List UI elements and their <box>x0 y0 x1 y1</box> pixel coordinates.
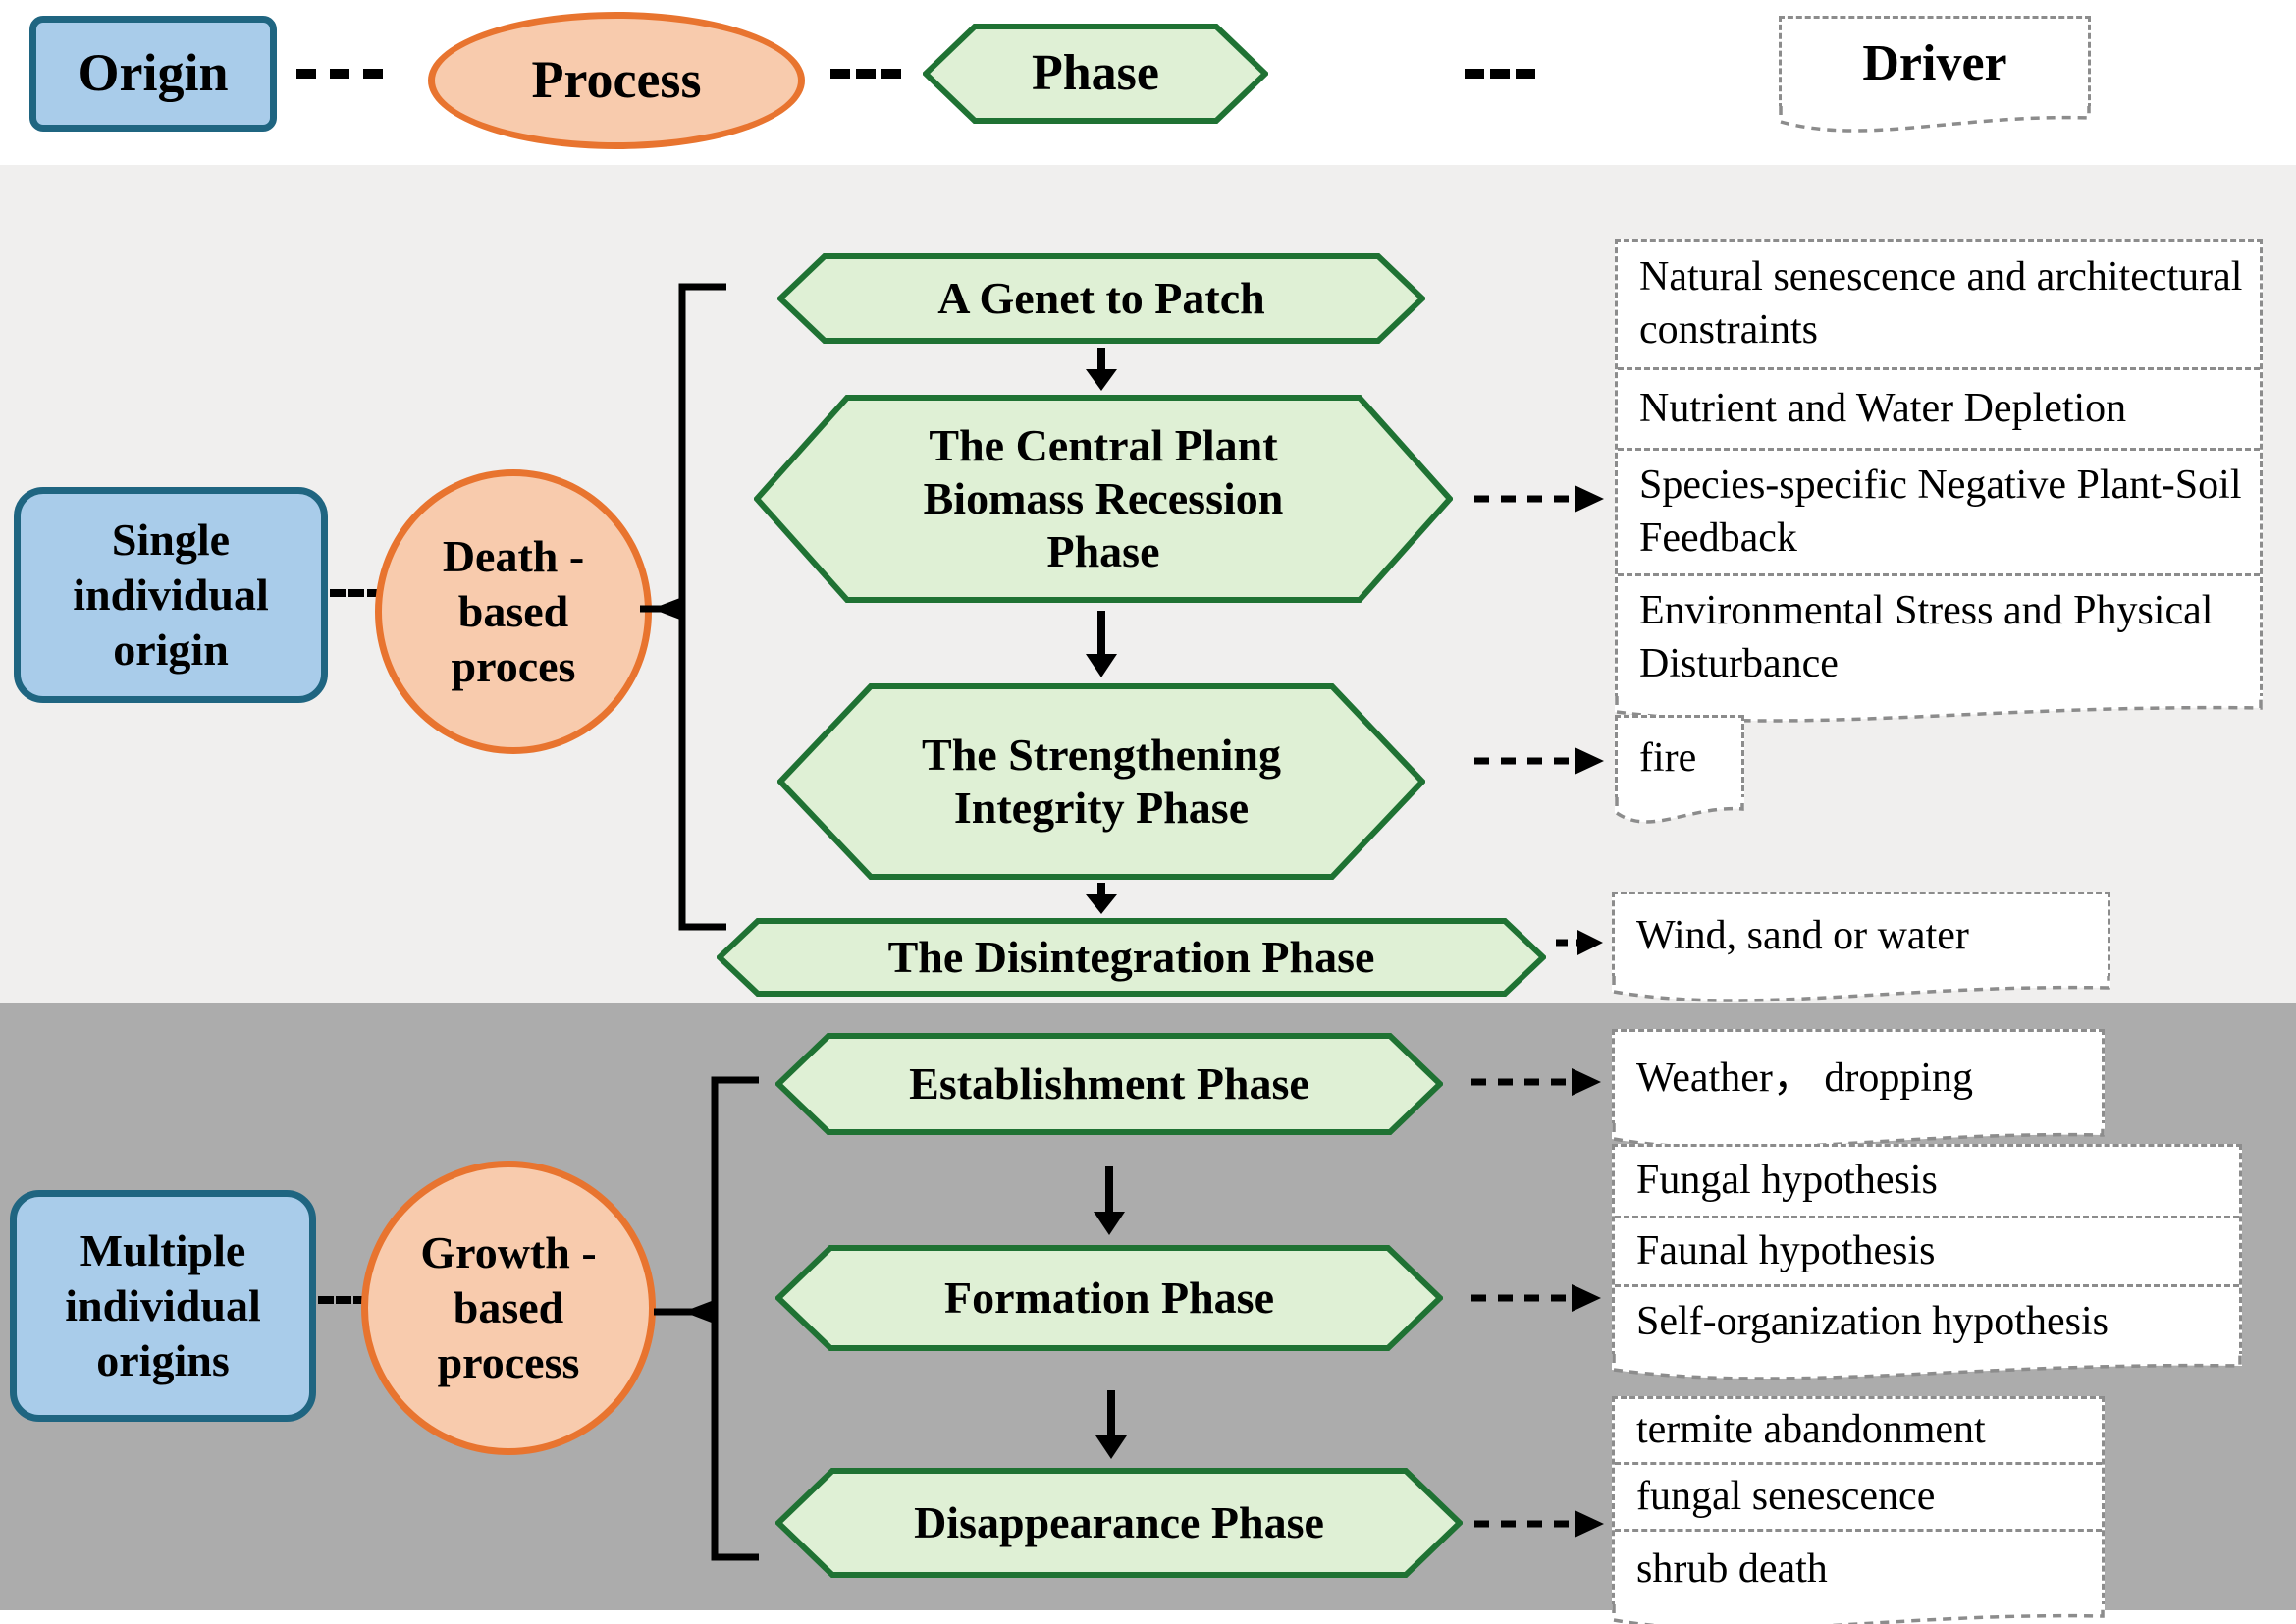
dashed-arrow-icon <box>1471 1284 1601 1312</box>
driver-item: Fungal hypothesis <box>1636 1158 1938 1204</box>
down-arrow-icon <box>1086 348 1117 391</box>
legend-phase-shape: Phase <box>923 24 1268 124</box>
phase-biomass-recession: The Central Plant Biomass Recession Phas… <box>754 395 1453 603</box>
arrow-genet-to-recession <box>1080 348 1123 393</box>
phase-formation-label: Formation Phase <box>943 1272 1274 1323</box>
bracket-icon <box>654 1076 759 1561</box>
arrow-strengthening-to-disintegration <box>1080 883 1123 916</box>
driver-item: Natural senescence and architectural con… <box>1639 254 2243 352</box>
dashed-arrow-recession-drivers <box>1470 479 1608 518</box>
process-death-based: Death -based proces <box>375 469 652 754</box>
dashed-arrow-icon <box>1474 747 1604 775</box>
hexagon-shape-icon <box>775 1033 1443 1135</box>
legend-origin-label: Origin <box>78 43 229 103</box>
phase-biomass-recession-label: The Central Plant Biomass Recession Phas… <box>923 419 1284 577</box>
phase-genet-to-patch: A Genet to Patch <box>777 253 1425 344</box>
down-arrow-icon <box>1086 883 1117 914</box>
phase-disintegration-label: The Disintegration Phase <box>887 931 1375 982</box>
document-wave-edge <box>1615 797 1744 831</box>
driver-group-disintegration: Wind, sand or water <box>1612 892 2110 1002</box>
phase-disappearance-label: Disappearance Phase <box>914 1496 1324 1547</box>
phase-strengthening-integrity: The Strengthening Integrity Phase <box>777 683 1425 880</box>
driver-item: Self-organization hypothesis <box>1615 1284 2239 1357</box>
down-arrow-icon <box>1095 1390 1127 1459</box>
document-wave-edge <box>1779 106 2091 139</box>
legend-phase-label: Phase <box>1032 45 1159 102</box>
dashed-arrow-formation-drivers <box>1468 1278 1605 1318</box>
driver-item: Faunal hypothesis <box>1615 1216 2239 1284</box>
hexagon-shape-icon <box>777 253 1425 344</box>
dashed-arrow-disintegration-drivers <box>1554 923 1607 962</box>
legend-driver-label: Driver <box>1862 34 2007 91</box>
dashed-arrow-icon <box>1471 1068 1601 1096</box>
arrow-formation-to-disappearance <box>1090 1390 1133 1461</box>
hexagon-shape-icon <box>754 395 1453 603</box>
phase-disintegration: The Disintegration Phase <box>717 918 1546 997</box>
driver-item: Environmental Stress and Physical Distur… <box>1618 573 2260 699</box>
legend-connector-dash-1 <box>296 69 383 79</box>
arrow-establishment-to-formation <box>1088 1166 1131 1237</box>
origin-process-dash-lower <box>318 1296 369 1304</box>
phase-establishment: Establishment Phase <box>775 1033 1443 1135</box>
origin-single-individual: Single individual origin <box>14 487 328 703</box>
driver-item: fire <box>1639 735 1697 782</box>
process-growth-based-label: Growth -based process <box>420 1226 597 1388</box>
driver-item: fungal senescence <box>1615 1462 2102 1529</box>
document-wave-edge <box>1612 1123 2105 1157</box>
origin-process-dash-upper <box>330 589 383 597</box>
driver-group-strengthening: fire <box>1615 715 1744 824</box>
dashed-arrow-icon <box>1474 1510 1604 1538</box>
driver-group-recession: Natural senescence and architectural con… <box>1615 239 2263 723</box>
driver-item: termite abandonment <box>1636 1407 1986 1453</box>
document-wave-edge <box>1612 1604 2105 1624</box>
process-growth-based: Growth -based process <box>361 1161 656 1455</box>
down-arrow-icon <box>1094 1166 1125 1235</box>
origin-multiple-individual-label: Multiple individual origins <box>65 1224 261 1386</box>
legend-connector-dash-3 <box>1465 69 1535 79</box>
legend-process-shape: Process <box>428 12 805 149</box>
driver-group-disappearance: termite abandonment fungal senescence sh… <box>1612 1396 2105 1624</box>
legend-process-label: Process <box>531 50 702 110</box>
driver-group-formation: Fungal hypothesis Faunal hypothesis Self… <box>1612 1144 2242 1380</box>
dashed-arrow-establishment-drivers <box>1468 1062 1605 1102</box>
driver-item: Weather， dropping <box>1636 1056 1974 1102</box>
legend-connector-dash-2 <box>830 69 901 79</box>
hexagon-shape-icon <box>775 1245 1443 1351</box>
phase-formation: Formation Phase <box>775 1245 1443 1351</box>
driver-item: shrub death <box>1615 1529 2102 1607</box>
driver-group-establishment: Weather， dropping <box>1612 1029 2105 1150</box>
arrow-recession-to-strengthening <box>1080 611 1123 679</box>
origin-multiple-individual: Multiple individual origins <box>10 1190 316 1422</box>
hexagon-shape-icon <box>777 683 1425 880</box>
hexagon-shape-icon <box>923 24 1268 124</box>
process-death-based-label: Death -based proces <box>442 530 585 692</box>
down-arrow-icon <box>1086 611 1117 677</box>
phase-disappearance: Disappearance Phase <box>775 1468 1463 1578</box>
dashed-arrow-icon <box>1556 930 1603 955</box>
document-wave-edge <box>1612 1354 2242 1387</box>
driver-item: Species-specific Negative Plant-Soil Fee… <box>1618 448 2260 573</box>
phase-establishment-label: Establishment Phase <box>909 1057 1309 1109</box>
dashed-arrow-icon <box>1474 485 1604 513</box>
legend-origin-shape: Origin <box>29 16 277 132</box>
driver-item: Nutrient and Water Depletion <box>1618 367 2260 448</box>
dashed-arrow-disappearance-drivers <box>1470 1504 1608 1543</box>
phase-strengthening-integrity-label: The Strengthening Integrity Phase <box>922 729 1281 833</box>
origin-single-individual-label: Single individual origin <box>73 514 269 676</box>
death-phase-bracket <box>624 273 734 945</box>
growth-phase-bracket <box>644 1064 766 1571</box>
driver-item: Wind, sand or water <box>1636 913 1969 959</box>
hexagon-shape-icon <box>775 1468 1463 1578</box>
bracket-icon <box>640 283 726 931</box>
phase-genet-to-patch-label: A Genet to Patch <box>937 272 1265 323</box>
legend-driver-shape: Driver <box>1779 16 2091 133</box>
hexagon-shape-icon <box>717 918 1546 997</box>
document-wave-edge <box>1612 976 2110 1009</box>
dashed-arrow-strengthening-drivers <box>1470 741 1608 781</box>
